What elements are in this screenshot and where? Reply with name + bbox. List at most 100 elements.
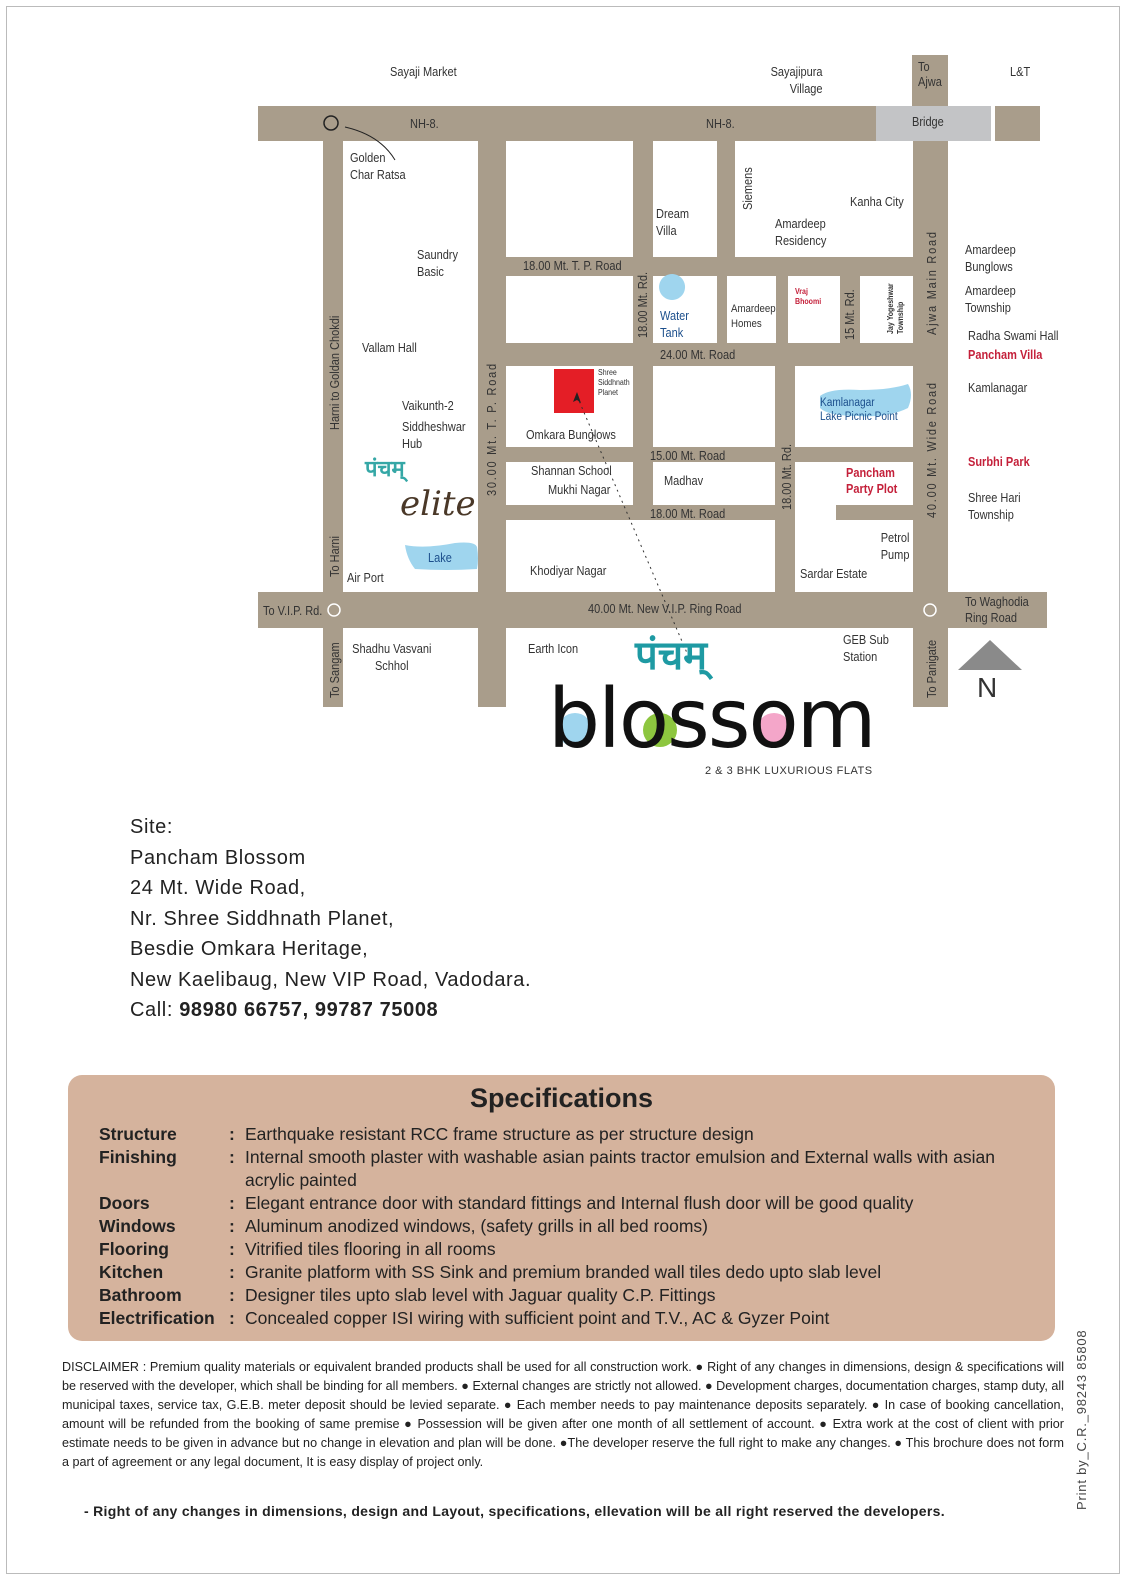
site-line: Nr. Shree Siddhnath Planet,: [130, 907, 395, 930]
road-label-to-sangam: To Sangam: [328, 642, 342, 698]
spec-key: Electrification: [99, 1308, 215, 1328]
site-line: New Kaelibaug, New VIP Road, Vadodara.: [130, 968, 532, 991]
road-label-tp-18: 18.00 Mt. T. P. Road: [523, 259, 622, 273]
road-label-to-vip: To V.I.P. Rd.: [263, 604, 323, 618]
road-tp-18: [506, 257, 913, 276]
spec-row: Windows:Aluminum anodized windows, (safe…: [99, 1215, 1045, 1238]
spec-key: Kitchen: [99, 1262, 164, 1282]
north-label: N: [977, 672, 998, 703]
place-sayajipura: Sayajipura Village: [770, 65, 823, 96]
site-address: Site: Pancham Blossom 24 Mt. Wide Road, …: [130, 812, 531, 1026]
blossom-logo-dots: [558, 713, 791, 747]
spec-colon: :: [229, 1147, 235, 1167]
road-harni: [323, 141, 343, 707]
spec-value: Elegant entrance door with standard fitt…: [245, 1193, 914, 1213]
road-to-ajwa: [912, 55, 948, 106]
spec-key: Windows: [99, 1216, 176, 1236]
road-siemens: [717, 141, 735, 276]
place-sayaji-market: Sayaji Market: [390, 65, 457, 79]
north-arrow-icon: [958, 640, 1022, 670]
spec-colon: :: [229, 1193, 235, 1213]
place-pancham-villa: Pancham Villa: [968, 348, 1043, 362]
road-label-40-wide: 40.00 Mt. Wide Road: [925, 381, 939, 518]
place-amardeep-bunglows: Amardeep Bunglows: [965, 243, 1016, 274]
spec-row: Bathroom:Designer tiles upto slab level …: [99, 1284, 1045, 1307]
blossom-tagline: 2 & 3 BHK LUXURIOUS FLATS: [705, 765, 873, 777]
road-network: [258, 55, 1047, 707]
place-mukhi-nagar: Mukhi Nagar: [548, 483, 611, 497]
place-vaikunth-2: Vaikunth-2: [402, 399, 454, 413]
place-vallam-hall: Vallam Hall: [362, 341, 417, 355]
place-jay-yogeshwar: Jay Yogeshwar Township: [886, 283, 905, 334]
waghodia-roundabout-icon: [923, 603, 937, 617]
road-label-to-waghodia: To Waghodia Ring Road: [965, 595, 1029, 625]
place-siddheshwar-hub: Siddheshwar Hub: [402, 420, 466, 451]
road-label-24: 24.00 Mt. Road: [660, 348, 736, 362]
road-label-to-harni: To Harni: [328, 536, 342, 577]
place-kamlanagar-lake: Kamlanagar Lake Picnic Point: [820, 397, 898, 423]
spec-colon: :: [229, 1124, 235, 1144]
vip-roundabout-icon: [327, 603, 341, 617]
road-label-15-vertical: 15 Mt. Rd.: [843, 289, 857, 340]
site-line: Pancham Blossom: [130, 846, 306, 869]
spec-value: Concealed copper ISI wiring with suffici…: [245, 1308, 830, 1328]
place-khodiyar-nagar: Khodiyar Nagar: [530, 564, 607, 578]
golden-arrow: [344, 126, 396, 161]
site-marker: [554, 369, 594, 413]
spec-colon: :: [229, 1216, 235, 1236]
kamlanagar-lake-shape: [820, 384, 911, 417]
road-label-18-vertical: 18.00 Mt. Rd.: [636, 271, 650, 338]
final-note: - Right of any changes in dimensions, de…: [84, 1503, 945, 1519]
spec-colon: :: [229, 1308, 235, 1328]
spec-key: Bathroom: [99, 1285, 182, 1305]
spec-colon: :: [229, 1262, 235, 1282]
spec-key: Structure: [99, 1124, 177, 1144]
place-madhav: Madhav: [664, 474, 704, 488]
print-credit: Print by_C.R._98243 85808: [1074, 1329, 1089, 1510]
spec-value: Designer tiles upto slab level with Jagu…: [245, 1285, 716, 1305]
place-lake: Lake: [428, 551, 452, 565]
road-vip-ring: [258, 592, 1047, 628]
place-surbhi-park: Surbhi Park: [968, 455, 1030, 469]
place-kamlanagar: Kamlanagar: [968, 381, 1028, 395]
place-radha-swami-hall: Radha Swami Hall: [968, 329, 1059, 343]
road-label-vip-ring: 40.00 Mt. New V.I.P. Ring Road: [588, 602, 742, 616]
elite-logo-word: elite: [400, 484, 476, 524]
spec-row: Electrification: Concealed copper ISI wir…: [99, 1307, 1045, 1330]
specifications-title: Specifications: [469, 1083, 654, 1113]
place-saundry-basic: Saundry Basic: [417, 248, 458, 279]
place-siemens: Siemens: [741, 167, 755, 210]
phone-numbers: 98980 66757, 99787 75008: [179, 999, 439, 1021]
road-15: [633, 447, 913, 462]
place-petrol-pump: Petrol Pump: [880, 531, 910, 562]
road-label-18-right: 18.00 Mt. Rd.: [780, 443, 794, 510]
place-shannan-school: Shannan School: [531, 464, 612, 478]
road-label-to-panigate: To Panigate: [925, 639, 939, 698]
spec-row: Flooring:Vitrified tiles flooring in all…: [99, 1238, 1045, 1261]
call-label: Call:: [130, 999, 174, 1021]
place-amardeep-residency: Amardeep Residency: [775, 217, 827, 248]
place-amardeep-township: Amardeep Township: [965, 284, 1016, 315]
spec-row: Structure:Earthquake resistant RCC frame…: [99, 1123, 1045, 1146]
disclaimer: DISCLAIMER : Premium quality materials o…: [62, 1360, 1064, 1469]
spec-value: Granite platform with SS Sink and premiu…: [245, 1262, 882, 1282]
road-label-bridge: Bridge: [912, 115, 944, 129]
spec-value: Vitrified tiles flooring in all rooms: [245, 1239, 496, 1259]
specifications-panel: Specifications Structure:Earthquake resi…: [68, 1075, 1055, 1341]
place-shree-hari-township: Shree Hari Township: [968, 491, 1021, 522]
specifications-list: Structure:Earthquake resistant RCC frame…: [99, 1123, 1045, 1330]
place-sardar-estate: Sardar Estate: [800, 567, 868, 581]
blossom-logo-word: blossom: [548, 672, 876, 767]
place-golden-char-ratsa: Golden Char Ratsa: [350, 151, 406, 182]
place-amardeep-homes: Amardeep Homes: [731, 303, 776, 330]
spec-key: Doors: [99, 1193, 150, 1213]
blossom-logo-hindi: पंचम्: [635, 634, 708, 678]
road-15-vertical: [840, 276, 860, 343]
road-label-harni-goldan: Harni to Goldan Chokdi: [328, 315, 342, 430]
place-dream-villa: Dream Villa: [656, 207, 690, 238]
road-18-vertical: [633, 141, 653, 520]
spec-row: Kitchen: Granite platform with SS Sink an…: [99, 1261, 1045, 1284]
place-earth-icon: Earth Icon: [528, 642, 579, 656]
place-vraj-bhoomi: Vraj Bhoomi: [795, 287, 822, 306]
location-map: NH-8. NH-8. Bridge To Ajwa 18.00 Mt. T. …: [258, 55, 1059, 777]
